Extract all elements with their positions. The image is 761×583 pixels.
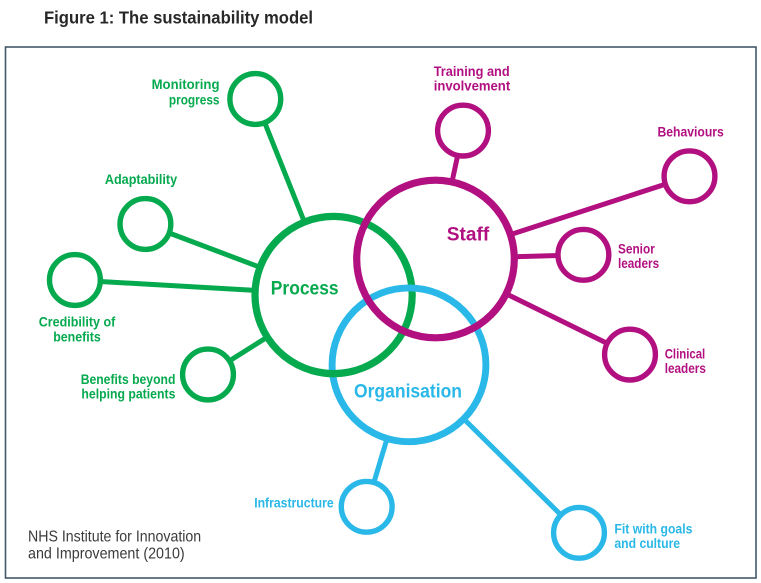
svg-text:Senior: Senior	[618, 241, 655, 256]
svg-text:Figure 1: The sustainability m: Figure 1: The sustainability model	[44, 8, 313, 28]
svg-text:Organisation: Organisation	[354, 382, 462, 403]
svg-text:Training and: Training and	[434, 64, 510, 79]
svg-text:and culture: and culture	[614, 536, 680, 551]
svg-text:Monitoring: Monitoring	[152, 77, 220, 92]
svg-text:Fit with goals: Fit with goals	[614, 522, 692, 537]
svg-text:Adaptability: Adaptability	[105, 172, 178, 187]
svg-text:Process: Process	[271, 279, 339, 300]
svg-text:involvement: involvement	[434, 78, 511, 93]
svg-text:progress: progress	[169, 93, 220, 108]
svg-text:Infrastructure: Infrastructure	[254, 495, 334, 510]
svg-text:leaders: leaders	[665, 361, 706, 376]
svg-text:Behaviours: Behaviours	[658, 124, 724, 139]
svg-text:Credibility of: Credibility of	[39, 315, 116, 330]
svg-text:and Improvement (2010): and Improvement (2010)	[28, 546, 185, 563]
svg-text:Clinical: Clinical	[665, 346, 706, 361]
svg-text:benefits: benefits	[53, 330, 101, 345]
svg-text:leaders: leaders	[618, 256, 659, 271]
svg-text:helping patients: helping patients	[81, 386, 175, 401]
svg-text:Staff: Staff	[447, 225, 490, 246]
svg-text:Benefits beyond: Benefits beyond	[81, 372, 176, 387]
svg-text:NHS Institute for Innovation: NHS Institute for Innovation	[28, 529, 201, 546]
